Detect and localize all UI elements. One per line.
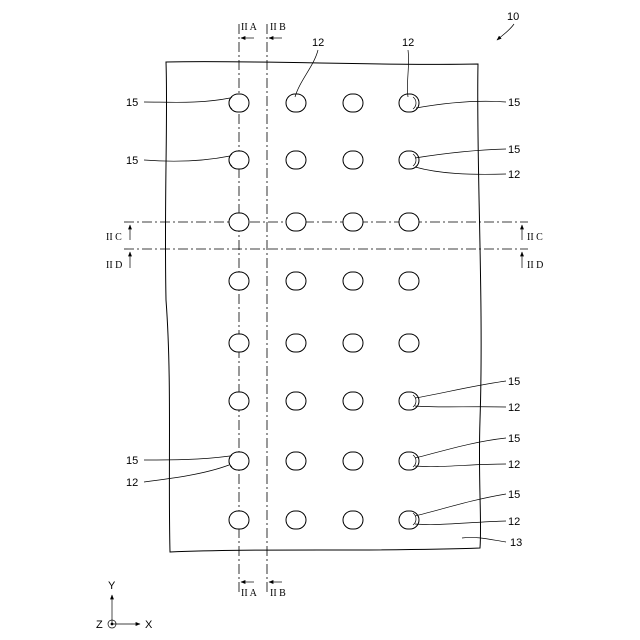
ref-via-label: 12 [508, 516, 520, 528]
via [229, 392, 249, 410]
axis-triad: Y X Z [96, 580, 153, 631]
via [229, 334, 249, 352]
section-d-right-label: II D [527, 260, 543, 271]
ref-hole-label: 15 [508, 433, 520, 445]
ref-hole-label: 15 [508, 144, 520, 156]
via [229, 151, 249, 169]
via [286, 334, 306, 352]
ref-hole-label: 15 [126, 97, 138, 109]
section-b-bottom-label: II B [270, 588, 286, 599]
via [399, 334, 419, 352]
section-c-left-label: II C [106, 232, 122, 243]
ref-hole-label: 15 [508, 97, 520, 109]
ref-via-leader [144, 465, 229, 482]
ref-device-label: 10 [507, 11, 519, 23]
via [343, 151, 363, 169]
x-axis-label: X [145, 619, 153, 631]
via [286, 213, 306, 231]
ref-hole-label: 15 [508, 489, 520, 501]
substrate-outline [165, 62, 481, 552]
via [343, 392, 363, 410]
ref-hole-leader [144, 156, 230, 161]
section-a-bottom-label: II A [241, 588, 258, 599]
via [343, 213, 363, 231]
via [229, 272, 249, 290]
ref-hole-leader [144, 98, 230, 102]
via-grid [229, 94, 419, 529]
via [229, 511, 249, 529]
ref-via-leader [295, 50, 318, 97]
ref-hole-label: 15 [508, 376, 520, 388]
ref-hole-leader [144, 456, 230, 460]
via [343, 272, 363, 290]
via [286, 452, 306, 470]
via [343, 511, 363, 529]
via [343, 334, 363, 352]
ref-substrate-leader [462, 537, 506, 542]
z-axis-dot [111, 623, 114, 626]
ref-substrate-label: 13 [510, 537, 522, 549]
via [343, 94, 363, 112]
via [286, 151, 306, 169]
ref-via-label: 12 [508, 402, 520, 414]
via [286, 94, 306, 112]
ref-via-label: 12 [508, 169, 520, 181]
ref-hole-leader [415, 381, 506, 398]
via [286, 392, 306, 410]
section-b-top-label: II B [270, 22, 286, 33]
ref-via-leader [415, 521, 506, 525]
ref-via-label: 12 [312, 37, 324, 49]
via [399, 213, 419, 231]
via [343, 452, 363, 470]
ref-hole-label: 15 [126, 455, 138, 467]
ref-via-leader [407, 50, 408, 97]
via [229, 452, 249, 470]
ref-device-leader [497, 24, 514, 40]
ref-via-label: 12 [508, 459, 520, 471]
z-axis-label: Z [96, 619, 103, 631]
section-a-top-label: II A [241, 22, 258, 33]
ref-via-label: 12 [402, 37, 414, 49]
ref-hole-leader [415, 494, 506, 516]
ref-via-leader [415, 406, 506, 407]
ref-via-label: 12 [126, 477, 138, 489]
via [286, 272, 306, 290]
hole-marks [229, 97, 416, 525]
y-axis-label: Y [108, 580, 116, 592]
ref-hole-leader [415, 438, 506, 458]
ref-hole-label: 15 [126, 155, 138, 167]
section-c-right-label: II C [527, 232, 543, 243]
via [229, 213, 249, 231]
via [286, 511, 306, 529]
ref-via-leader [415, 464, 506, 467]
via [229, 94, 249, 112]
ref-hole-leader [416, 101, 506, 108]
ref-hole-leader [415, 149, 506, 158]
section-d-left-label: II D [106, 260, 122, 271]
ref-via-leader [415, 167, 506, 174]
via [399, 272, 419, 290]
